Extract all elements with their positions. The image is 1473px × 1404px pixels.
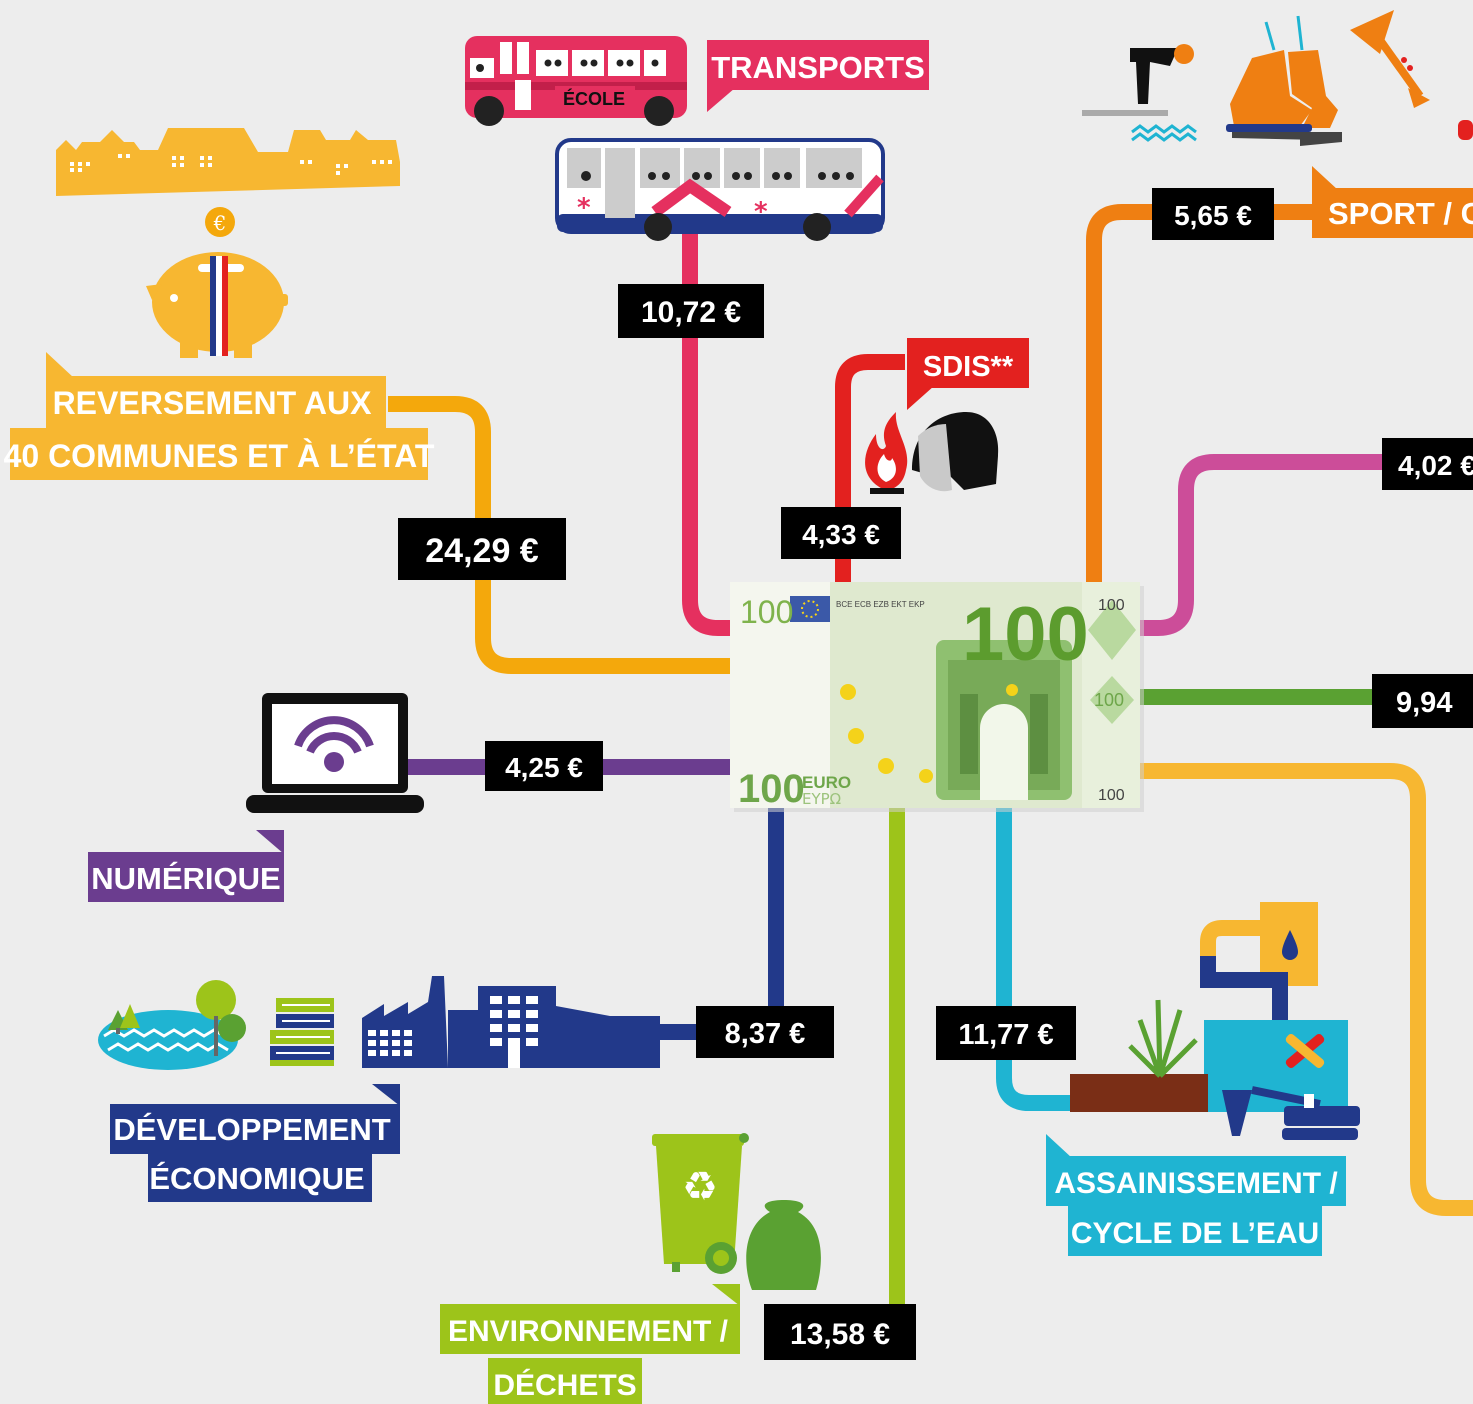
amount-green-box: 9,94 (1372, 674, 1473, 728)
sport-label: SPORT / CU (1328, 196, 1473, 231)
sdis-label: SDIS** (923, 351, 1014, 383)
transports-label: TRANSPORTS (711, 50, 925, 85)
park-lake-icon (98, 980, 246, 1070)
planter-icon (1070, 999, 1208, 1112)
svg-text:♻: ♻ (682, 1164, 718, 1210)
line-developpement (700, 805, 784, 1040)
banknote-100-icon: 100 BCE ECB EZB EKT EKP 100 100 100 100 … (730, 582, 1144, 812)
amount-transports: 10,72 € (641, 296, 741, 329)
svg-text:*: * (754, 197, 768, 227)
piggy-bank-icon: € (146, 207, 288, 358)
firefighter-helmet-icon (912, 412, 999, 492)
water-pipe-icon (1200, 902, 1348, 1112)
line-sdis (835, 354, 905, 600)
recycling-bin-icon: ♻ (652, 1133, 749, 1274)
assainissement-label-tag: ASSAINISSEMENT / CYCLE DE L’EAU (1046, 1134, 1346, 1256)
amount-pink-box: 4,02 € (1382, 438, 1473, 490)
environnement-label-tag: ENVIRONNEMENT / DÉCHETS (440, 1284, 740, 1404)
amount-sdis-box: 4,33 € (781, 507, 901, 559)
garbage-bag-icon (746, 1200, 821, 1290)
bus-school-sign: ÉCOLE (563, 88, 625, 109)
amount-environnement-box: 13,58 € (764, 1304, 916, 1360)
banknote-value-side: 100 (1094, 690, 1124, 710)
sdis-label-tag: SDIS** (907, 338, 1029, 410)
banknote-currency: EURO (802, 773, 851, 792)
numerique-label-tag: NUMÉRIQUE (88, 830, 284, 902)
developpement-label-tag: DÉVELOPPEMENT ÉCONOMIQUE (110, 1084, 400, 1202)
banknote-microprint: BCE ECB EZB EKT EKP (836, 600, 925, 609)
amount-environnement: 13,58 € (790, 1318, 890, 1351)
developpement-label-line2: ÉCONOMIQUE (149, 1161, 364, 1196)
banknote-value-bottom-right: 100 (1098, 787, 1125, 804)
banknote-value-top-right: 100 (1098, 597, 1125, 614)
environnement-label-line1: ENVIRONNEMENT / (448, 1315, 729, 1348)
svg-text:*: * (577, 193, 591, 223)
environnement-label-line2: DÉCHETS (493, 1368, 636, 1402)
flame-icon (865, 412, 908, 494)
amount-sport: 5,65 € (1174, 200, 1252, 231)
numerique-label: NUMÉRIQUE (91, 861, 280, 896)
line-assainissement (996, 805, 1080, 1111)
transports-label-tag: TRANSPORTS (707, 40, 929, 112)
banknote-currency-greek: ΕΥΡΩ (802, 790, 841, 808)
line-yellow (1135, 763, 1473, 1216)
amount-reversement-box: 24,29 € (398, 518, 566, 580)
assainissement-label-line1: ASSAINISSEMENT / (1054, 1167, 1338, 1200)
laptop-wifi-icon (246, 693, 424, 813)
developpement-label-line1: DÉVELOPPEMENT (113, 1112, 390, 1147)
factory-icon (362, 976, 448, 1068)
tools-icon (1222, 1034, 1360, 1140)
sport-label-tag: SPORT / CU (1312, 166, 1473, 238)
amount-numerique: 4,25 € (505, 752, 583, 783)
line-sport (1086, 204, 1312, 600)
ice-skates-icon (1226, 15, 1342, 146)
trumpet-icon (1350, 10, 1473, 140)
village-skyline-icon (56, 128, 400, 196)
tram-icon: * * (555, 138, 885, 241)
amount-assainissement-box: 11,77 € (936, 1006, 1076, 1060)
banknote-value-bottom-left: 100 (738, 767, 805, 811)
school-bus-icon: ÉCOLE (465, 36, 687, 126)
piggy-coin-symbol: € (213, 211, 227, 235)
reversement-label-line1: REVERSEMENT AUX (53, 385, 373, 421)
amount-sdis: 4,33 € (802, 519, 880, 550)
amount-assainissement: 11,77 € (958, 1019, 1053, 1051)
swimmer-icon (1082, 44, 1197, 142)
office-building-icon (448, 986, 660, 1068)
amount-pink: 4,02 € (1398, 450, 1473, 481)
amount-developpement-box: 8,37 € (696, 1006, 834, 1058)
reversement-label-line2: 40 COMMUNES ET À L’ÉTAT (4, 438, 435, 474)
amount-developpement: 8,37 € (725, 1018, 806, 1050)
line-pink (1135, 454, 1390, 636)
banknote-value-top-left: 100 (740, 594, 793, 630)
amount-reversement: 24,29 € (425, 532, 539, 570)
assainissement-label-line2: CYCLE DE L’EAU (1071, 1217, 1319, 1250)
amount-numerique-box: 4,25 € (485, 741, 603, 791)
reversement-label-tag: REVERSEMENT AUX 40 COMMUNES ET À L’ÉTAT (4, 352, 435, 480)
banknote-value-large: 100 (962, 592, 1089, 677)
line-transports (682, 230, 740, 636)
amount-sport-box: 5,65 € (1152, 188, 1274, 240)
books-icon (270, 998, 334, 1066)
amount-green: 9,94 (1396, 687, 1452, 719)
amount-transports-box: 10,72 € (618, 284, 764, 338)
